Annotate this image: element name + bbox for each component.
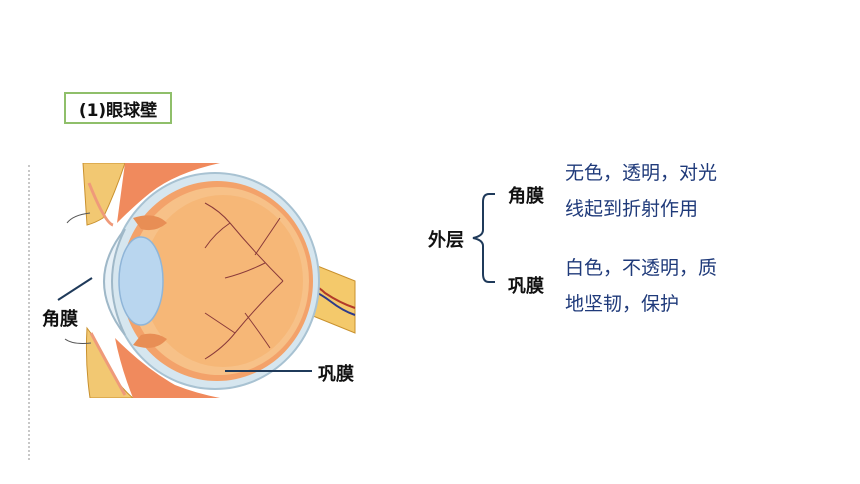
section-title: (1)眼球壁 — [64, 92, 172, 124]
tree-branch-sclera-label: 巩膜 — [508, 276, 544, 297]
sclera-description-line2: 地坚韧，保护 — [565, 293, 680, 315]
sclera-description-line1: 白色，不透明，质 — [565, 257, 718, 279]
cornea-description-line1: 无色，透明，对光 — [565, 162, 718, 184]
tree-branch-cornea-label: 角膜 — [508, 186, 544, 207]
sclera-label: 巩膜 — [318, 364, 354, 385]
dotted-divider — [28, 165, 30, 460]
tree-root-label: 外层 — [428, 230, 464, 251]
cornea-description: 无色，透明，对光 线起到折射作用 — [565, 155, 717, 227]
eye-cross-section-illustration — [64, 163, 356, 398]
cornea-description-line2: 线起到折射作用 — [565, 198, 699, 220]
tree-brace — [472, 193, 495, 283]
sclera-description: 白色，不透明，质 地坚韧，保护 — [565, 250, 717, 322]
cornea-leader-line — [57, 277, 93, 301]
cornea-label: 角膜 — [42, 309, 78, 330]
